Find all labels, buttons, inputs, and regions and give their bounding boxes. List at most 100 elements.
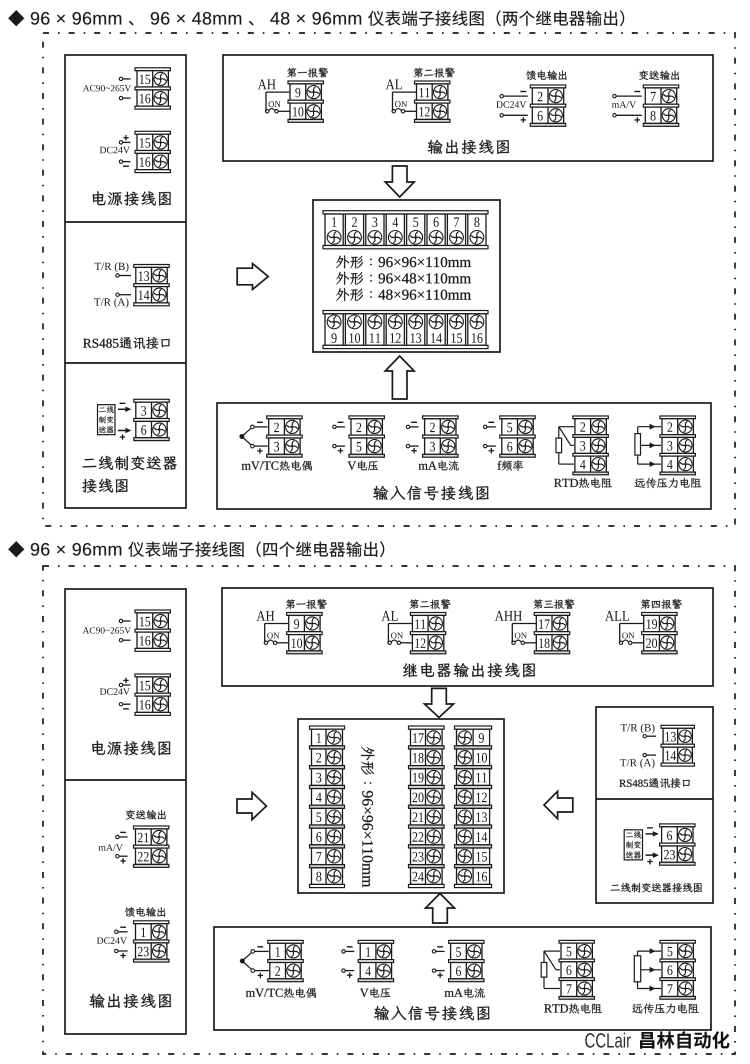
wire-terminal-circle [159,620,162,622]
wire-terminal-circle [428,314,444,330]
diagram-path [286,440,298,452]
wire-terminal-circle [159,703,162,705]
connection-line [558,426,572,446]
terminal-block [287,80,325,123]
screw-terminal-icon [151,849,167,864]
wire-terminal-circle [400,109,406,114]
screw-terminal-icon [387,229,403,245]
alarm-group [256,599,327,655]
arrow-shape [125,427,132,434]
screw-terminal-icon [577,962,592,977]
diagram-path [458,830,471,843]
flow-arrow [383,354,417,400]
wire-terminal-circle [435,321,437,323]
wire-terminal-circle [333,796,335,798]
wire-terminal-circle [306,104,321,119]
terminal-strip [322,210,489,250]
diagram-path [154,155,167,168]
wire-terminal-circle [431,968,437,973]
screw-terminal-icon [326,730,342,745]
wire-terminal-circle [414,236,417,239]
wire-terminal-circle [433,756,435,759]
wire-terminal-circle [367,229,383,245]
wire-terminal-circle [326,829,342,844]
wire-terminal-circle [326,769,342,785]
wire-terminal-circle [285,419,300,435]
screw-terminal-icon [428,314,444,330]
wire-terminal-circle [159,684,162,686]
wire-terminal-circle [333,776,335,778]
wire-terminal-circle [158,409,161,412]
input-box-frame [213,926,712,1031]
screw-terminal-icon [151,829,167,845]
wire-terminal-circle [457,789,473,805]
screw-terminal-icon [552,616,567,631]
wire-terminal-circle [333,835,335,838]
diagram-path [592,458,605,470]
wire-terminal-circle [433,875,435,877]
terminal-strip [308,725,346,889]
terminal-block [642,84,680,127]
screw-terminal-icon [548,108,563,123]
wire-terminal-circle [678,438,693,453]
relay-box-frame [221,587,714,687]
arrow-shape [649,966,656,973]
diagram-path [307,86,320,98]
terminal-block [133,263,170,307]
terminal-block [348,415,386,458]
wire-terminal-circle [432,104,448,119]
screw-terminal-icon [152,422,167,437]
wire-terminal-circle [333,756,335,759]
wire-terminal-circle [457,730,473,745]
wire-terminal-circle [583,950,586,952]
screw-terminal-icon [591,438,606,453]
box [322,309,489,315]
alarm-group [494,599,575,655]
current-input-group [405,415,459,471]
wire-terminal-circle [678,419,693,434]
wire-terminal-circle [158,274,161,277]
wire-terminal-circle [678,729,692,743]
diagram-path [154,136,167,149]
screw-terminal-icon [426,789,442,805]
wire-terminal-circle [591,438,606,453]
terminal-strip [322,309,489,350]
center-box [297,718,505,894]
rtd-input-group [540,939,603,1014]
diagram-path [430,617,442,630]
wire-terminal-circle [678,962,693,977]
diagram-path [368,421,381,433]
screw-terminal-icon [151,943,167,959]
diagram-path [442,440,454,452]
wire-terminal-circle [151,943,167,959]
wire-terminal-circle [326,750,342,765]
wire-terminal-circle [374,321,376,323]
power-wiring-box [82,609,172,756]
arrow-shape [652,852,659,858]
screw-terminal-icon [285,419,300,435]
box [407,883,445,889]
voltage-input-group [341,939,395,998]
diagram-path [389,231,402,244]
screw-terminal-icon [151,924,167,939]
wire-terminal-circle [239,434,245,439]
wire-terminal-circle [577,943,592,959]
terminal-block [499,415,536,458]
diagram-path [434,105,446,118]
tc-input-group [239,415,312,471]
box [286,650,323,655]
wire-terminal-circle [577,962,592,977]
wire-terminal-circle [441,438,456,454]
terminal-block [659,415,697,476]
screw-terminal-icon [552,635,567,650]
screw-terminal-icon [326,829,342,844]
wire-terminal-circle [333,875,335,877]
wire-terminal-circle [684,463,687,465]
screw-terminal-icon [326,229,342,245]
wire-terminal-circle [405,424,411,430]
screw-terminal-icon [326,849,342,864]
wire-terminal-circle [159,97,162,99]
box [633,955,642,983]
diagram-path [154,615,167,627]
wire-terminal-circle [376,944,391,959]
